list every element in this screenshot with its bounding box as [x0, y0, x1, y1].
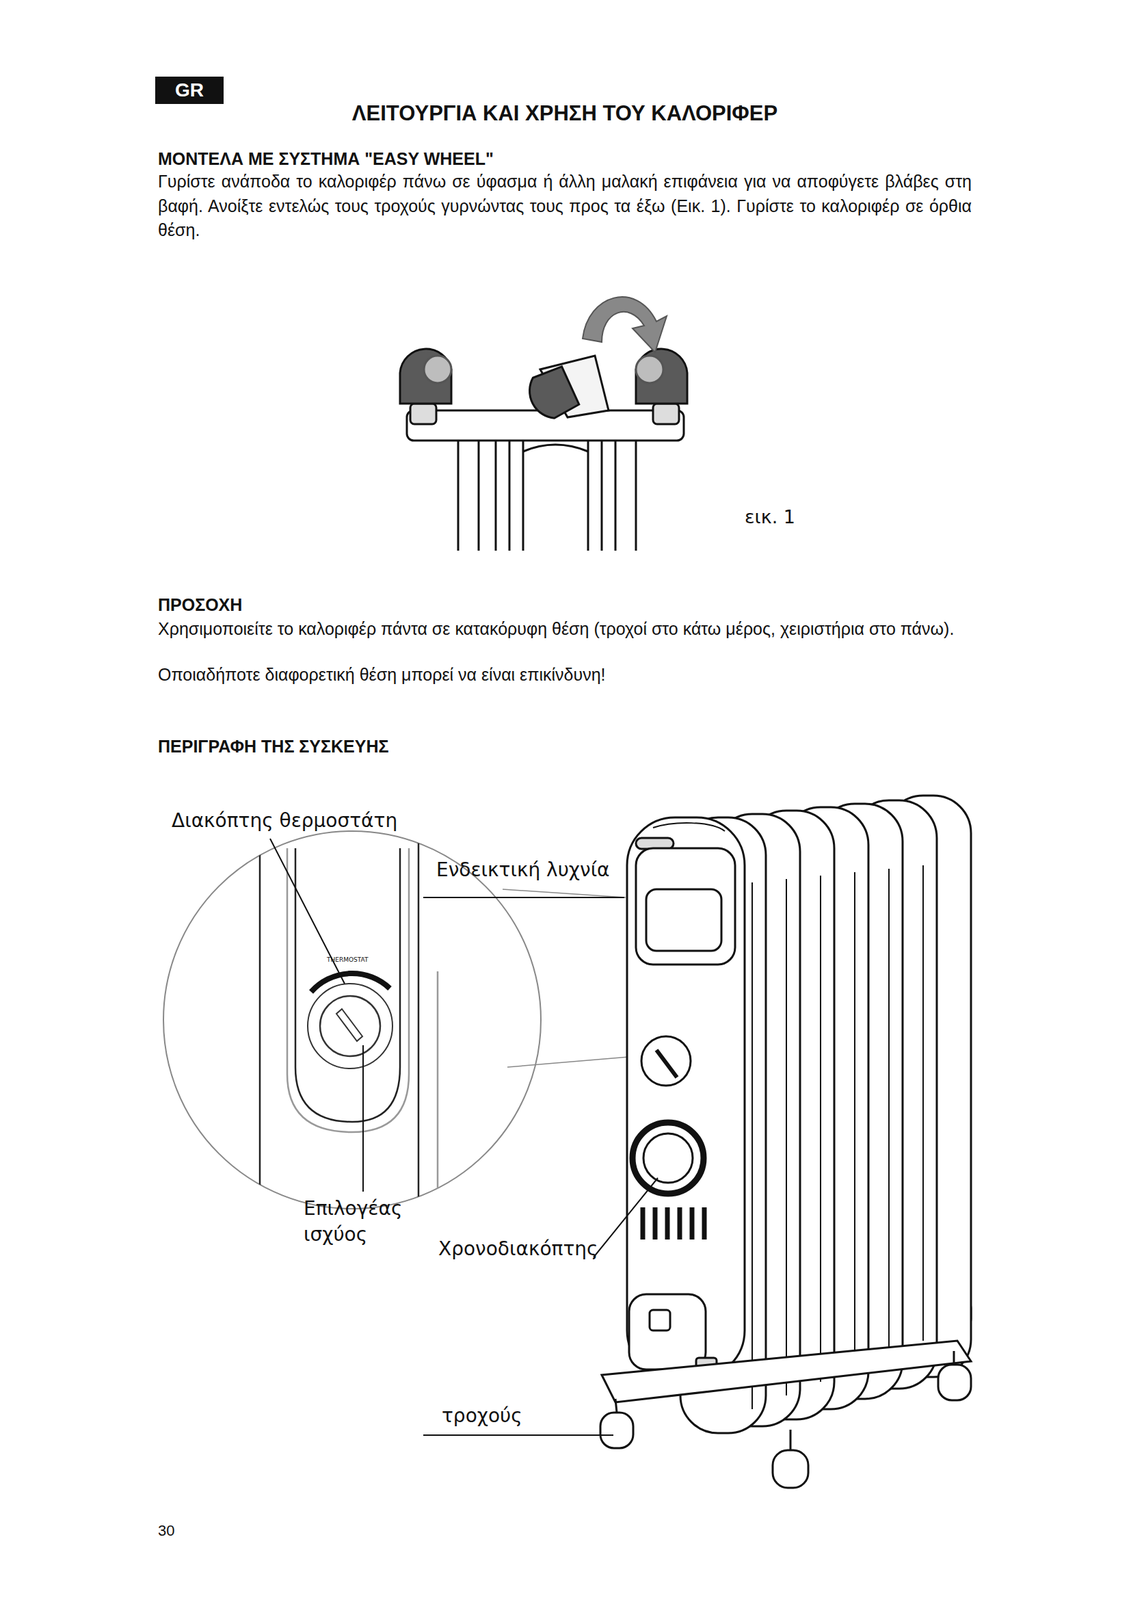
zoom-detail	[163, 820, 630, 1231]
section-heading: ΠΕΡΙΓΡΑΦΗ ΤΗΣ ΣΥΣΚΕΥΗΣ	[157, 735, 390, 758]
warning-text: Οποιαδήποτε διαφορετική θέση μπορεί να ε…	[157, 663, 972, 686]
tab-label: GR	[175, 79, 204, 102]
part-name: τροχούς	[441, 1403, 523, 1428]
warning-text: Χρησιμοποιείτε το καλοριφέρ πάντα σε κατ…	[157, 616, 972, 641]
page-number: 30	[157, 1520, 175, 1541]
part-name: Διακόπτης θερμοστάτη	[171, 808, 398, 833]
body-text: Γυρίστε ανάποδα το καλοριφέρ πάνω σε ύφα…	[157, 169, 972, 243]
part-name: Χρονοδιακόπτης	[438, 1236, 598, 1261]
part-name: Ενδεικτική λυχνία	[436, 857, 610, 883]
section-heading: ΜΟΝΤΕΛΑ ΜΕ ΣΥΣΤΗΜΑ "EASY WHEEL"	[157, 147, 494, 171]
part-name: Επιλογέας ισχύος	[303, 1195, 420, 1248]
language-tab: GR	[155, 76, 224, 104]
figure-one	[400, 296, 688, 551]
leader-lines	[270, 838, 658, 1435]
section-heading: ΠΡΟΣΟΧΗ	[157, 593, 243, 617]
dial-marking: THERMOSTAT	[326, 955, 369, 965]
radiator	[600, 795, 971, 1488]
figure-label: εικ. 1	[744, 504, 796, 529]
page-title: ΛΕΙΤΟΥΡΓΙΑ ΚΑΙ ΧΡΗΣΗ ΤΟΥ ΚΑΛΟΡΙΦΕΡ	[291, 99, 839, 128]
